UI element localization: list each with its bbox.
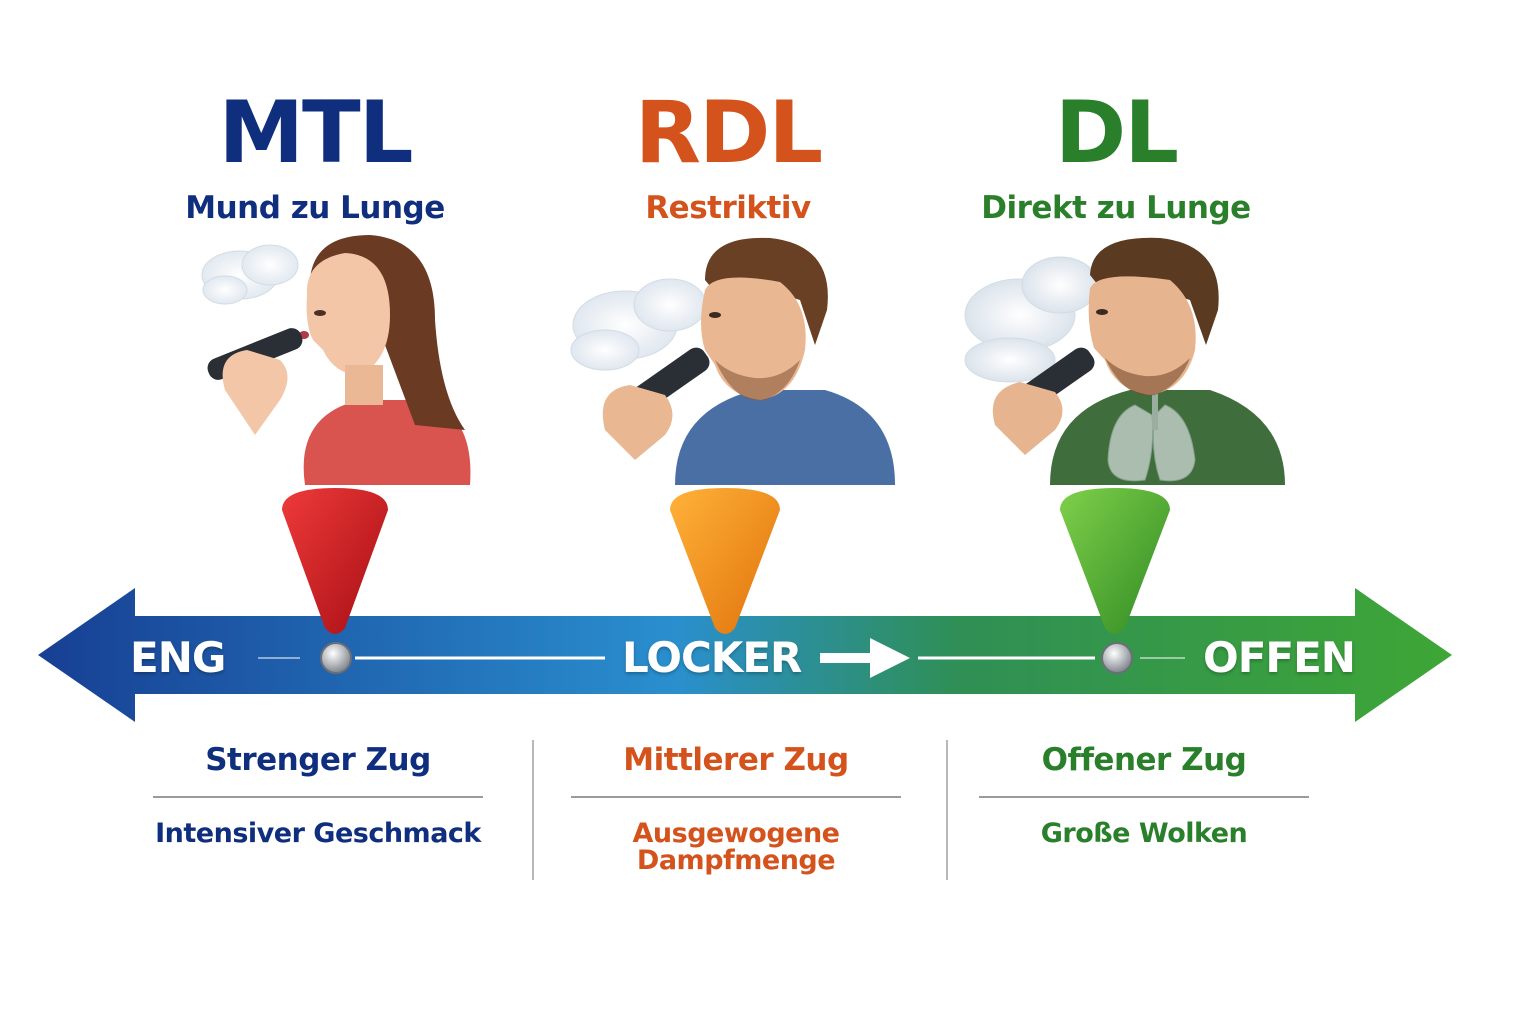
scale-label-right: OFFEN (1203, 633, 1356, 682)
divider (571, 796, 901, 798)
scale-label-left: ENG (130, 633, 226, 682)
rdl-heading: RDL Restriktiv (538, 90, 918, 226)
rdl-draw-label: Mittlerer Zug (623, 742, 849, 778)
mtl-pin-marker (282, 488, 388, 674)
column-separator (532, 740, 534, 880)
vapor-cloud-icon (964, 256, 1099, 383)
dl-draw-label: Offener Zug (1041, 742, 1247, 778)
man-vaping-illustration (570, 237, 895, 485)
mtl-draw-label: Strenger Zug (205, 742, 431, 778)
mtl-feature-label: Intensiver Geschmack (155, 818, 481, 849)
rdl-feature-label: Ausgewogene Dampfmenge (632, 818, 841, 876)
mtl-description: Strenger Zug Intensiver Geschmack (148, 745, 488, 847)
woman-vaping-illustration (201, 235, 471, 485)
divider (153, 796, 483, 798)
column-separator (946, 740, 948, 880)
mtl-subtitle: Mund zu Lunge (185, 190, 445, 226)
dl-subtitle: Direkt zu Lunge (981, 190, 1251, 226)
arrow-right-icon (820, 638, 910, 678)
mtl-heading: MTL Mund zu Lunge (125, 90, 505, 226)
vapor-cloud-icon (570, 278, 707, 371)
rdl-description: Mittlerer Zug Ausgewogene Dampfmenge (566, 745, 906, 874)
lungs-icon (1107, 370, 1196, 482)
dl-heading: DL Direkt zu Lunge (926, 90, 1306, 226)
dl-pin-marker (1060, 488, 1170, 674)
dl-feature-label: Große Wolken (1040, 818, 1248, 849)
rdl-subtitle: Restriktiv (645, 190, 811, 226)
rdl-title: RDL (634, 83, 823, 183)
man-vaping-lungs-illustration (964, 237, 1285, 485)
divider (979, 796, 1309, 798)
scale-label-middle: LOCKER (622, 633, 802, 682)
mtl-title: MTL (218, 83, 413, 183)
rdl-pin-marker (670, 488, 780, 634)
dl-description: Offener Zug Große Wolken (974, 745, 1314, 847)
double-arrow-bar (38, 588, 1452, 722)
vapor-cloud-icon (201, 244, 299, 305)
dl-title: DL (1054, 83, 1179, 183)
